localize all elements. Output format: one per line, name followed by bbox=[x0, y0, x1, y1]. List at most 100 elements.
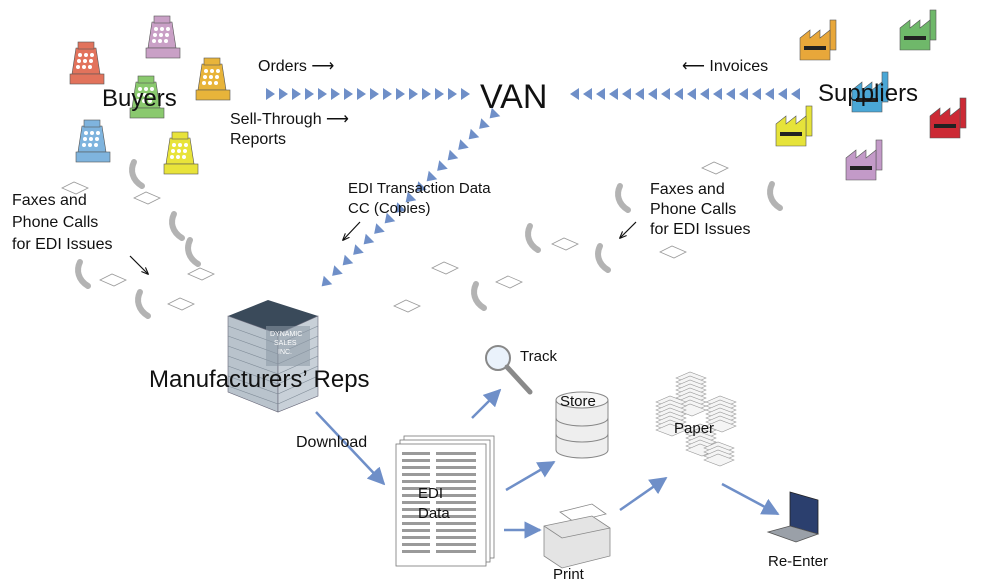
orders-label: Orders ⟶ bbox=[258, 58, 334, 75]
telephone-icon bbox=[138, 292, 148, 316]
edi-data-label-1: EDI bbox=[418, 485, 443, 502]
flow-chevron bbox=[369, 223, 385, 239]
fax-paper-icon bbox=[133, 191, 161, 205]
telephone-icon bbox=[528, 226, 538, 250]
factory-icon bbox=[799, 19, 837, 61]
flow-chevron bbox=[383, 88, 392, 100]
flow-chevron bbox=[765, 88, 774, 100]
telephone-icon bbox=[618, 186, 628, 210]
fax-paper-icon bbox=[551, 237, 579, 251]
right-faxes-line-2: Phone Calls bbox=[650, 201, 736, 218]
edi-document-stack-icon bbox=[395, 435, 495, 567]
telephone-icon bbox=[474, 284, 484, 308]
flow-chevron bbox=[752, 88, 761, 100]
left-faxes-line-2: Phone Calls bbox=[12, 214, 98, 231]
fax-paper-icon bbox=[187, 267, 215, 281]
flow-chevron bbox=[409, 88, 418, 100]
flow-chevron bbox=[778, 88, 787, 100]
download-arrow bbox=[315, 411, 386, 486]
right-faxes-line-3: for EDI Issues bbox=[650, 221, 750, 238]
factory-icon bbox=[775, 105, 813, 147]
left-faxes-line-1: Faxes and bbox=[12, 192, 87, 209]
suppliers-label: Suppliers bbox=[818, 80, 918, 107]
flow-chevron bbox=[318, 88, 327, 100]
flow-chevron bbox=[687, 88, 696, 100]
invoices-label: ⟵ Invoices bbox=[682, 58, 768, 75]
flow-chevron bbox=[661, 88, 670, 100]
factory-icon bbox=[845, 139, 883, 181]
fax-paper-icon bbox=[495, 275, 523, 289]
fax-paper-icon bbox=[393, 299, 421, 313]
fax-paper-icon bbox=[701, 161, 729, 175]
flow-chevron bbox=[279, 88, 288, 100]
paper-label: Paper bbox=[674, 420, 714, 437]
printer-icon bbox=[543, 503, 611, 569]
building-sign-1: DYNAMIC bbox=[270, 331, 302, 338]
flow-chevron bbox=[474, 118, 490, 134]
flow-chevron bbox=[448, 88, 457, 100]
to-re-enter-arrow bbox=[721, 482, 780, 516]
flow-chevron bbox=[648, 88, 657, 100]
store-label: Store bbox=[560, 393, 596, 410]
cash-register-icon bbox=[195, 57, 231, 101]
flow-chevron bbox=[266, 88, 275, 100]
telephone-icon bbox=[132, 162, 142, 186]
flow-chevron bbox=[635, 88, 644, 100]
flow-chevron bbox=[305, 88, 314, 100]
flow-chevron bbox=[396, 88, 405, 100]
sell-through-reports-label: Reports bbox=[230, 131, 286, 148]
flow-chevron bbox=[443, 149, 459, 165]
building-sign-2: SALES bbox=[274, 340, 297, 347]
factory-icon bbox=[929, 97, 967, 139]
flow-chevron bbox=[357, 88, 366, 100]
factory-icon bbox=[899, 9, 937, 51]
sell-through-label: Sell-Through ⟶ bbox=[230, 111, 349, 128]
flow-chevron bbox=[432, 160, 448, 176]
manufacturers-reps-label: Manufacturers’ Reps bbox=[149, 366, 370, 393]
fax-paper-icon bbox=[167, 297, 195, 311]
right-faxes-line-1: Faxes and bbox=[650, 181, 725, 198]
download-label: Download bbox=[296, 434, 367, 451]
flow-chevron bbox=[348, 244, 364, 260]
flow-chevron bbox=[726, 88, 735, 100]
paper-stack-icon bbox=[655, 371, 737, 467]
flow-chevron bbox=[622, 88, 631, 100]
to-track-arrow bbox=[471, 388, 502, 419]
van-label: VAN bbox=[480, 78, 547, 116]
office-building-icon: DYNAMIC SALES INC. bbox=[227, 300, 319, 413]
flow-chevron bbox=[609, 88, 618, 100]
flow-chevron bbox=[570, 88, 579, 100]
buyers-label: Buyers bbox=[102, 85, 177, 112]
right-faxes-pointer bbox=[620, 221, 637, 238]
flow-chevron bbox=[317, 275, 333, 291]
edi-copies-label: CC (Copies) bbox=[348, 200, 431, 217]
fax-paper-icon bbox=[431, 261, 459, 275]
left-faxes-line-3: for EDI Issues bbox=[12, 236, 112, 253]
flow-chevron bbox=[791, 88, 800, 100]
building-sign-3: INC. bbox=[278, 349, 292, 356]
flow-chevron bbox=[713, 88, 722, 100]
flow-chevron bbox=[596, 88, 605, 100]
magnifier-icon bbox=[485, 345, 533, 395]
cash-register-icon bbox=[75, 119, 111, 163]
telephone-icon bbox=[172, 214, 182, 238]
edi-data-label-2: Data bbox=[418, 505, 450, 522]
edi-transaction-pointer bbox=[343, 221, 361, 240]
flow-chevron bbox=[344, 88, 353, 100]
flow-chevron bbox=[292, 88, 301, 100]
flow-chevron bbox=[338, 254, 354, 270]
flow-chevron bbox=[331, 88, 340, 100]
fax-paper-icon bbox=[659, 245, 687, 259]
to-paper-arrow bbox=[619, 476, 668, 512]
edi-transaction-label: EDI Transaction Data bbox=[348, 180, 491, 197]
telephone-icon bbox=[770, 184, 780, 208]
flow-chevron bbox=[453, 139, 469, 155]
flow-chevron bbox=[422, 88, 431, 100]
print-label: Print bbox=[553, 566, 585, 583]
re-enter-label: Re-Enter bbox=[768, 553, 828, 570]
cash-register-icon bbox=[69, 41, 105, 85]
flow-chevron bbox=[370, 88, 379, 100]
track-label: Track bbox=[520, 348, 557, 365]
flow-chevron bbox=[359, 233, 375, 249]
